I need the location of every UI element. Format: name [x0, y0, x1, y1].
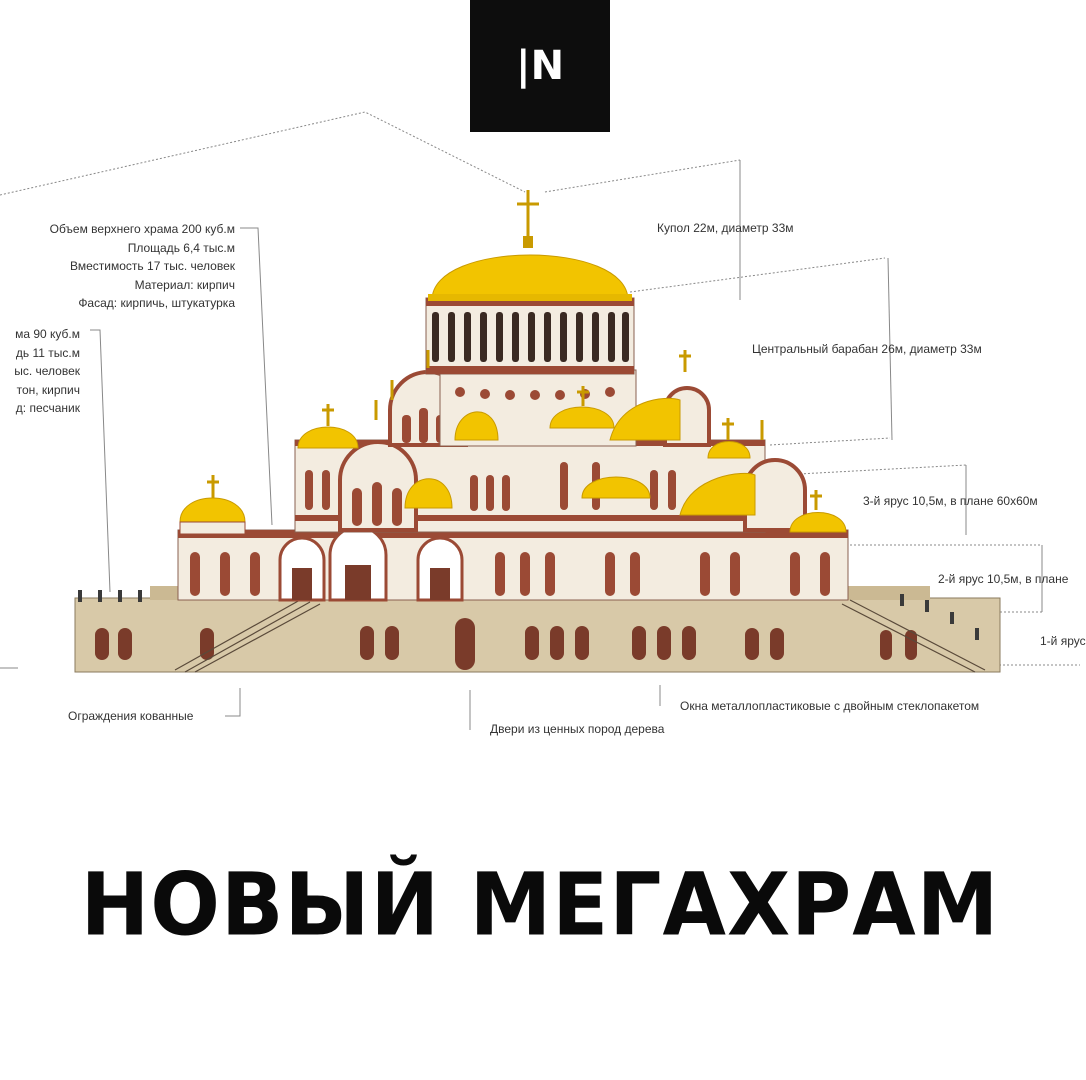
spec-line: Площадь 6,4 тыс.м	[127, 240, 235, 255]
cathedral-crosses	[207, 190, 822, 510]
spec-line: тон, кирпич	[16, 382, 80, 397]
drum-label: Центральный барабан 26м, диаметр 33м	[752, 342, 982, 356]
spec-line: Вместимость 17 тыс. человек	[70, 259, 235, 274]
tier3-label: 3-й ярус 10,5м, в плане 60х60м	[863, 494, 1038, 508]
spec-line: дь 11 тыс.м	[15, 345, 80, 360]
windows-label: Окна металлопластиковые с двойным стекло…	[680, 699, 980, 713]
spec-line: ма 90 куб.м	[15, 327, 80, 341]
spec-line: д: песчаник	[15, 401, 80, 416]
spec-line: ыс. человек	[14, 364, 80, 379]
spec-line: Объем верхнего храма 200 куб.м	[49, 222, 235, 236]
doors-label: Двери из ценных пород дерева	[490, 722, 665, 736]
leader-lines	[0, 111, 1080, 730]
cathedral-diagram	[0, 111, 1080, 730]
cathedral-central-drum	[425, 297, 637, 447]
dome-label: Купол 22м, диаметр 33м	[657, 221, 794, 235]
tier1-label: 1-й ярус	[1040, 634, 1086, 648]
lower-temple-specs: ма 90 куб.м дь 11 тыс.м ыс. человек тон,…	[14, 325, 80, 418]
upper-temple-specs: Объем верхнего храма 200 куб.м Площадь 6…	[50, 220, 235, 313]
spec-line: Фасад: кирпичь, штукатурка	[78, 296, 235, 311]
railings-label: Ограждения кованные	[68, 709, 194, 723]
pn-logo-icon: |N	[515, 43, 565, 89]
cathedral-domes	[179, 236, 847, 535]
headline: НОВЫЙ МЕГАХРАМ	[80, 855, 1000, 956]
cathedral-tier2	[177, 525, 849, 602]
tier2-label: 2-й ярус 10,5м, в плане	[938, 572, 1069, 586]
brand-logo: |N	[470, 0, 610, 132]
spec-line: Материал: кирпич	[134, 277, 235, 292]
